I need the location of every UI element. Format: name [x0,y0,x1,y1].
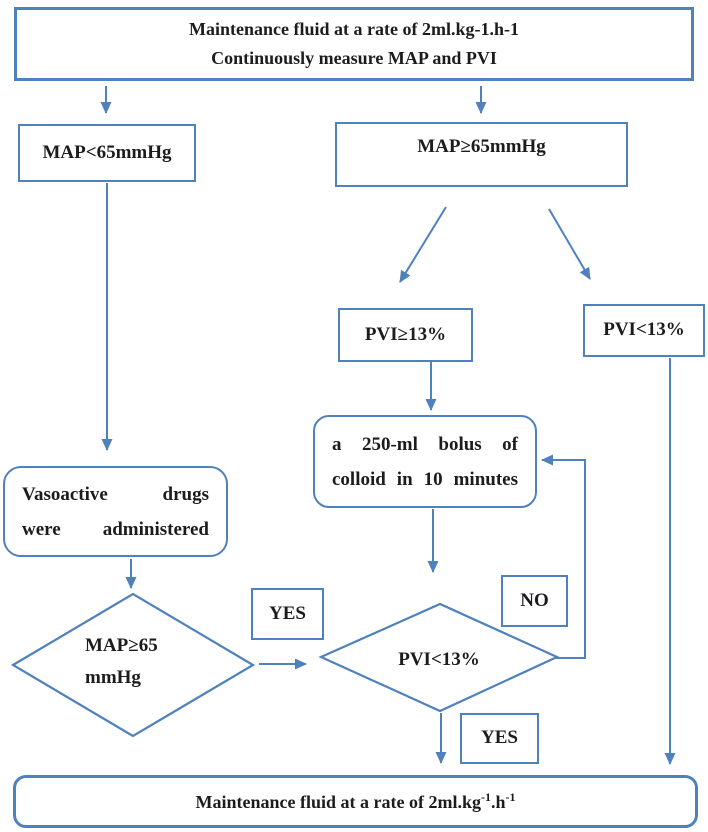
arrow-map-high-to-pvi-high [399,206,447,283]
start-line2: Continuously measure MAP and PVI [211,48,497,68]
pvi-decision-label: PVI<13% [321,644,557,676]
end-label: Maintenance fluid at a rate of 2ml.kg-1.… [196,790,516,813]
yes-left-text: YES [269,602,306,624]
end-prefix: Maintenance fluid at a rate of 2ml.kg [195,792,481,812]
pvi-low-right-label: PVI<13% [603,319,685,341]
bolus-line1: a 250-ml bolus of [332,433,518,455]
node-pvi-high: PVI≥13% [338,308,473,362]
node-bolus: a 250-ml bolus of colloid in 10 minutes [313,415,537,508]
node-pvi-low-right: PVI<13% [583,304,705,357]
node-map-high: MAP≥65mmHg [335,122,628,187]
map-decision-line2: mmHg [85,667,141,688]
end-sup2: -1 [505,790,516,804]
pvi-decision-diamond [318,602,560,713]
arrow-no-loop-to-bolus [541,454,586,659]
end-mid: .h [490,792,506,812]
no-right-text: NO [520,589,549,611]
node-map-low: MAP<65mmHg [18,124,196,182]
yes-bottom-text: YES [481,727,518,749]
map-decision-diamond [10,592,256,738]
start-line1: Maintenance fluid at a rate of 2ml.kg-1.… [189,19,519,39]
map-decision-label: MAP≥65 mmHg [85,630,158,694]
map-decision-line1: MAP≥65 [85,635,158,656]
label-yes-bottom: YES [460,713,539,764]
node-vasoactive: Vasoactive drugs were administered [3,466,228,557]
map-high-label: MAP≥65mmHg [417,136,546,158]
end-sup1: -1 [480,790,491,804]
node-end: Maintenance fluid at a rate of 2ml.kg-1.… [13,775,698,828]
map-low-label: MAP<65mmHg [42,141,172,163]
vasoactive-line2: were administered [22,518,209,540]
pvi-decision-text: PVI<13% [398,649,480,670]
node-start: Maintenance fluid at a rate of 2ml.kg-1.… [14,7,694,81]
vasoactive-line1: Vasoactive drugs [22,483,209,505]
pvi-high-label: PVI≥13% [364,323,447,345]
label-yes-left: YES [251,588,324,640]
arrow-map-high-to-pvi-low [548,208,591,280]
bolus-line2: colloid in 10 minutes [332,468,518,490]
label-no-right: NO [501,575,568,627]
